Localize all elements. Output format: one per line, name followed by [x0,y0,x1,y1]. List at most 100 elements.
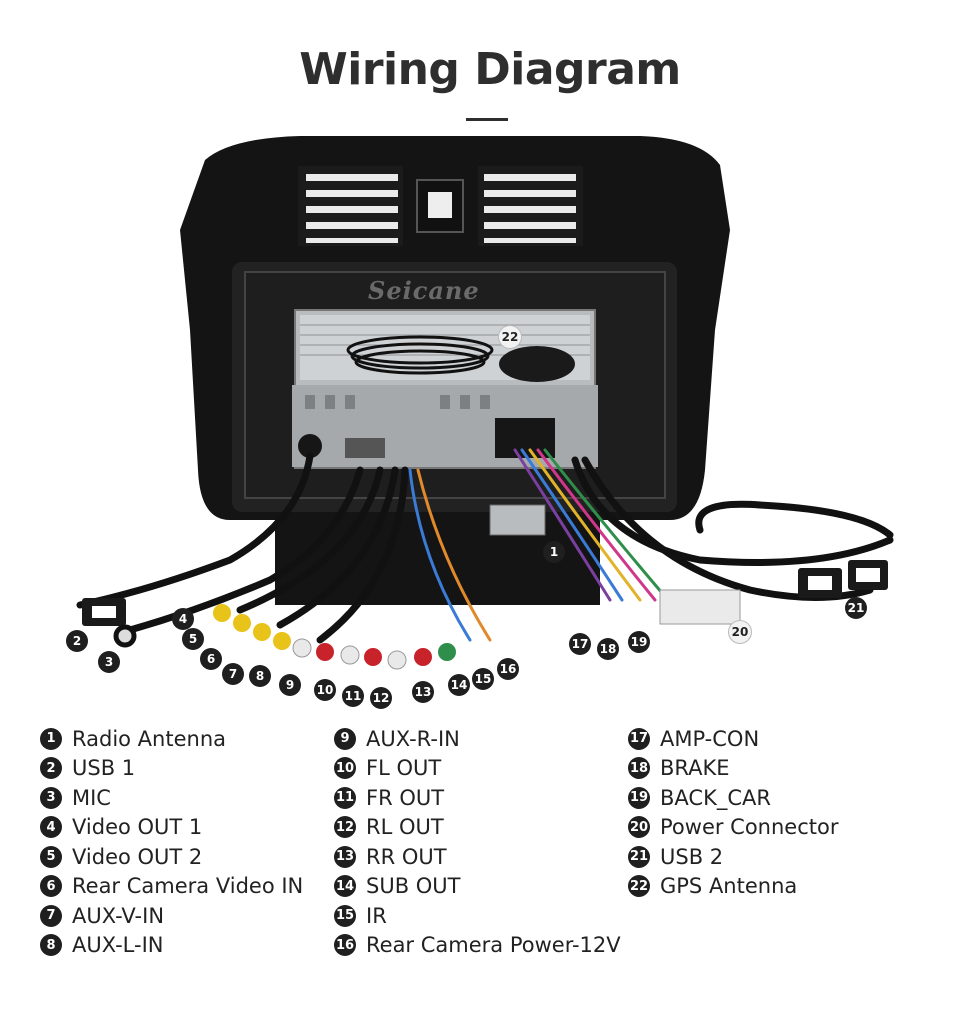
legend-label: AMP-CON [660,726,760,751]
legend-number: 12 [334,816,356,839]
page-title: Wiring Diagram [299,44,681,95]
callout-10: 10 [314,679,336,701]
legend-label: RR OUT [366,844,447,869]
callout-5: 5 [182,628,204,650]
callout-6: 6 [200,648,222,670]
legend-number: 15 [334,904,356,927]
legend-label: RL OUT [366,815,444,840]
legend-label: SUB OUT [366,874,461,899]
legend-label: BRAKE [660,756,730,781]
legend-number: 2 [40,757,62,780]
callout-11: 11 [342,685,364,707]
callout-22: 22 [498,325,522,349]
callout-21: 21 [845,597,867,619]
legend-column-3: 17 AMP-CON 18 BRAKE 19 BACK_CAR 20 Power Con… [628,724,838,901]
legend-item: 9 AUX-R-IN [334,724,621,754]
gps-antenna-puck [499,346,575,382]
legend-number: 1 [40,727,62,750]
radio-antenna-adapter [489,504,546,536]
callout-15: 15 [472,668,494,690]
head-unit-wiring-illustration [76,136,894,670]
right-air-vent [478,166,583,246]
callout-9: 9 [279,674,301,696]
callout-17: 17 [569,633,591,655]
legend-number: 6 [40,875,62,898]
legend-item: 7 AUX-V-IN [40,901,303,931]
legend-number: 20 [628,816,650,839]
legend-number: 18 [628,757,650,780]
legend-item: 4 Video OUT 1 [40,813,303,843]
legend-number: 14 [334,875,356,898]
callout-13: 13 [412,681,434,703]
legend-item: 22 GPS Antenna [628,872,838,902]
legend-item: 3 MIC [40,783,303,813]
legend-label: MIC [72,785,111,810]
callout-16: 16 [497,658,519,680]
legend-item: 19 BACK_CAR [628,783,838,813]
legend-number: 13 [334,845,356,868]
legend-label: FL OUT [366,756,442,781]
legend-label: AUX-R-IN [366,726,460,751]
legend-item: 2 USB 1 [40,754,303,784]
legend-number: 19 [628,786,650,809]
callout-4: 4 [172,608,194,630]
legend-item: 14 SUB OUT [334,872,621,902]
legend-label: Radio Antenna [72,726,227,751]
legend-item: 21 USB 2 [628,842,838,872]
legend-number: 10 [334,757,356,780]
title-underline [466,118,508,121]
legend-label: Rear Camera Video IN [72,874,304,899]
legend-item: 10 FL OUT [334,754,621,784]
legend-number: 17 [628,727,650,750]
hazard-button-slot [416,179,464,233]
callout-14: 14 [448,674,470,696]
callout-2: 2 [66,630,88,652]
legend-label: USB 2 [660,844,724,869]
legend-number: 3 [40,786,62,809]
legend-label: Video OUT 2 [72,844,203,869]
legend-label: Power Connector [660,815,839,840]
legend-item: 15 IR [334,901,621,931]
mic-jack [113,624,137,648]
callout-12: 12 [370,687,392,709]
legend-label: USB 1 [72,756,136,781]
power-connector-plug [659,589,741,625]
left-air-vent [298,166,403,246]
legend-label: AUX-V-IN [72,903,165,928]
legend-item: 13 RR OUT [334,842,621,872]
callout-3: 3 [98,651,120,673]
callout-8: 8 [249,665,271,687]
legend-number: 4 [40,816,62,839]
callout-20: 20 [728,620,752,644]
rca-plugs [213,604,456,670]
legend-item: 6 Rear Camera Video IN [40,872,303,902]
legend-number: 9 [334,727,356,750]
legend-number: 8 [40,934,62,957]
legend-number: 22 [628,875,650,898]
legend-label: FR OUT [366,785,445,810]
legend-item: 20 Power Connector [628,813,838,843]
legend-item: 8 AUX-L-IN [40,931,303,961]
legend-number: 21 [628,845,650,868]
callout-18: 18 [597,638,619,660]
legend-item: 5 Video OUT 2 [40,842,303,872]
legend-number: 7 [40,904,62,927]
legend-number: 5 [40,845,62,868]
legend-label: IR [366,903,387,928]
callout-1: 1 [543,541,565,563]
legend-item: 17 AMP-CON [628,724,838,754]
legend-label: Video OUT 1 [72,815,203,840]
legend-label: BACK_CAR [660,785,771,810]
gps-cable-coil [346,335,494,375]
legend-item: 18 BRAKE [628,754,838,784]
legend-label: GPS Antenna [660,874,798,899]
antenna-socket [298,434,322,458]
legend-label: AUX-L-IN [72,933,164,958]
callout-19: 19 [628,631,650,653]
legend-label: Rear Camera Power-12V [366,933,621,958]
legend-item: 1 Radio Antenna [40,724,303,754]
